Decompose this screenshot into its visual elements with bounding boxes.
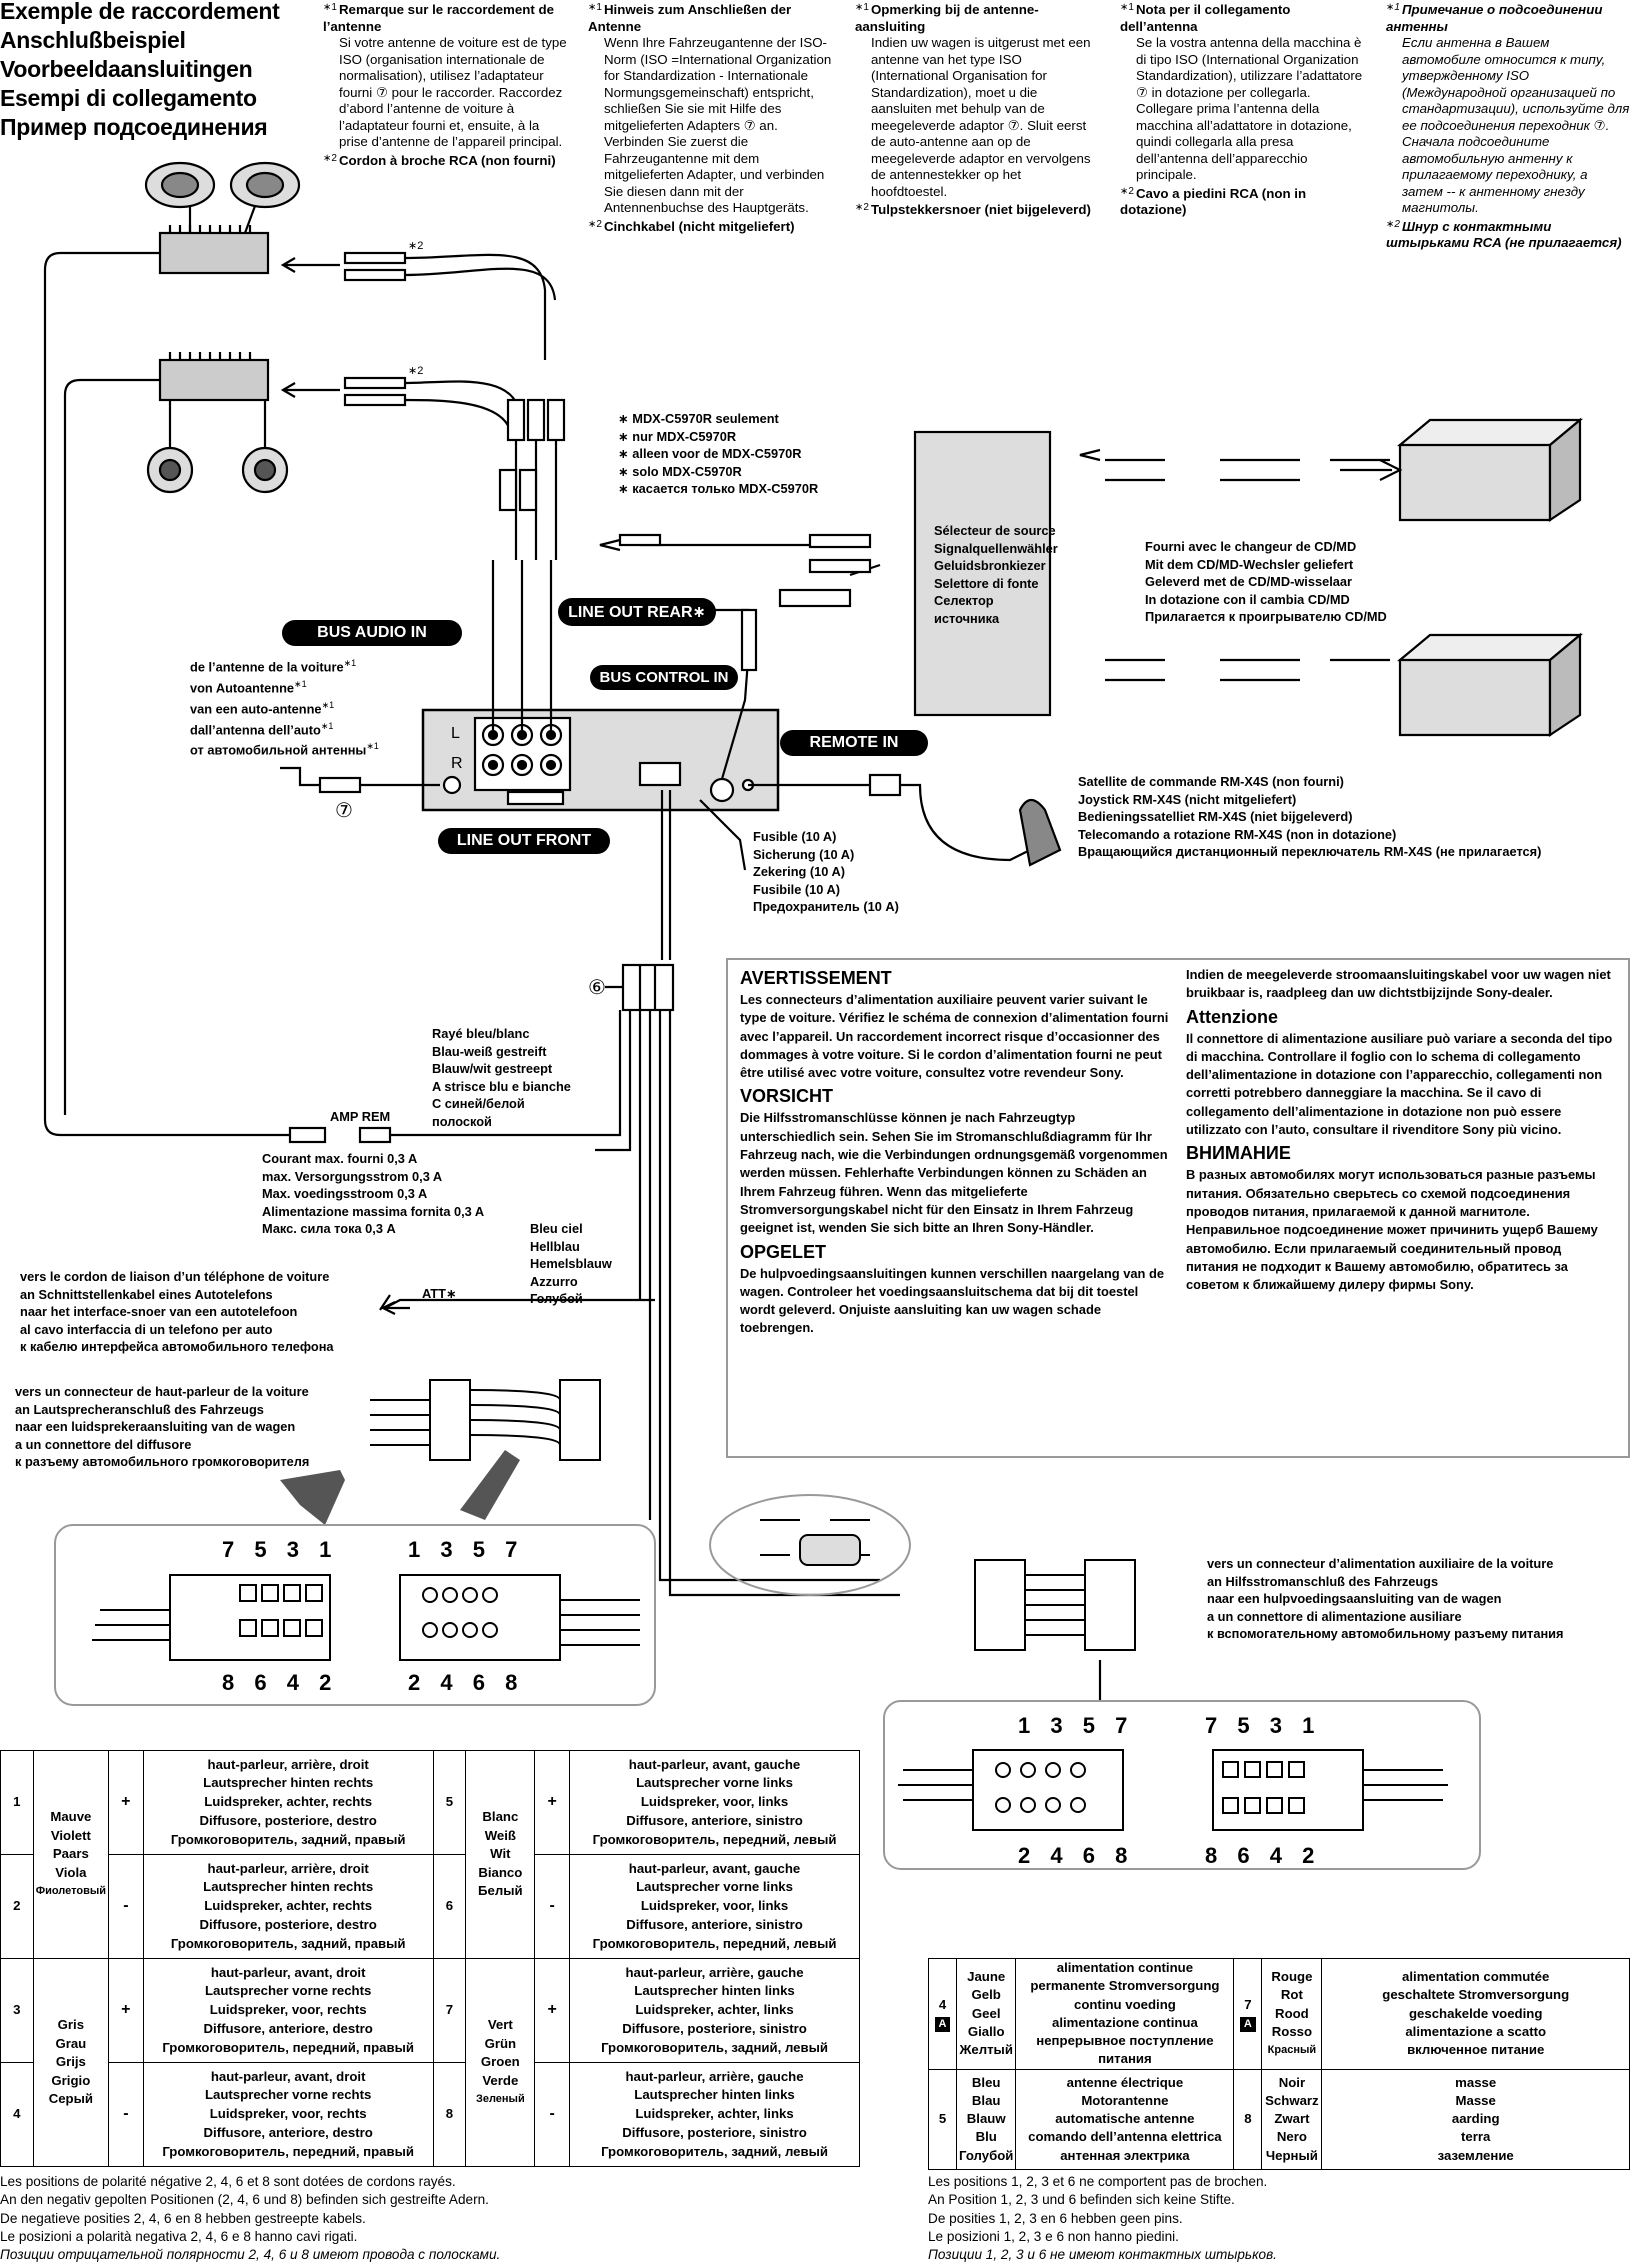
fuse-label: Fusible (10 A)Sicherung (10 A)Zekering (…	[753, 829, 899, 915]
warning-de-heading: VORSICHT	[740, 1086, 834, 1107]
pins-r2-bot: 8 6 4 2	[1205, 1843, 1315, 1868]
pins-mid-top: 1 3 5 7	[408, 1537, 518, 1562]
warning-de-text: Die Hilfsstromanschlüsse können je nach …	[740, 1110, 1168, 1236]
connector-drawings	[54, 1379, 1136, 1706]
warning-nl-text: De hulpvoedingsaansluitingen kunnen vers…	[740, 1265, 1165, 1336]
line-out-front-tag: LINE OUT FRONT	[438, 828, 610, 854]
speaker-conn-label: vers un connecteur de haut-parleur de la…	[15, 1384, 310, 1470]
pins-left-bot: 8 6 4 2	[222, 1670, 332, 1695]
page-title: Exemple de raccordement Anschlußbeispiel…	[0, 0, 280, 142]
wiring-diagram	[43, 161, 1584, 1700]
title-ru: Пример подсоединения	[0, 114, 268, 140]
line-out-rear-tag: LINE OUT REAR∗	[558, 598, 716, 626]
adapter-7-label: ⑦	[335, 800, 353, 822]
rca-star-2: ∗2	[408, 365, 424, 377]
warning-it-text: Il connettore di alimentazione ausiliare…	[1186, 1030, 1613, 1138]
harness-6-label: ⑥	[588, 977, 606, 999]
pins-left-top: 7 5 3 1	[222, 1537, 332, 1562]
footnote-left: Les positions de polarité négative 2, 4,…	[0, 2174, 501, 2263]
antenna-from-label: de l’antenne de la voiture∗1 von Autoant…	[190, 658, 379, 758]
amp-rem-label: AMP REM	[330, 1109, 391, 1124]
power-connector-drawing	[898, 1749, 1448, 1831]
remote-in-tag: REMOTE IN	[780, 730, 928, 756]
power-conn-label: vers un connecteur d’alimentation auxili…	[1207, 1556, 1564, 1642]
title-nl: Voorbeeldaansluitingen	[0, 56, 253, 82]
bus-control-in-tag: BUS CONTROL IN	[590, 665, 738, 690]
warning-fr-text: Les connecteurs d’alimentation auxiliair…	[740, 992, 1169, 1081]
title-fr: Exemple de raccordement	[0, 0, 280, 24]
warning-fr-heading: AVERTISSEMENT	[740, 968, 892, 988]
pins-r2-top: 7 5 3 1	[1205, 1713, 1315, 1738]
title-it: Esempi di collegamento	[0, 85, 257, 111]
satellite-label: Satellite de commande RM-X4S (non fourni…	[1078, 774, 1542, 860]
title-de: Anschlußbeispiel	[0, 27, 186, 53]
bus-audio-in-tag: BUS AUDIO IN	[282, 620, 462, 646]
phone-label: vers le cordon de liaison d’un téléphone…	[20, 1269, 334, 1355]
warning-nl-heading: OPGELET	[740, 1241, 827, 1262]
warning-ru-text: В разных автомобилях могут использоватьс…	[1186, 1167, 1598, 1293]
warning-nl-text-2: Indien de meegeleverde stroomaansluiting…	[1186, 967, 1611, 1001]
rca-star-1: ∗2	[408, 240, 424, 252]
label-r: R	[451, 755, 463, 772]
label-l: L	[451, 725, 460, 742]
power-connector-box	[883, 1700, 1481, 1870]
warning-it-heading: Attenzione	[1186, 1006, 1278, 1027]
footnote-right: Les positions 1, 2, 3 et 6 ne comportent…	[928, 2174, 1277, 2263]
att-label: ATT∗	[422, 1286, 457, 1301]
mdx-note: ∗ MDX-C5970R seulement ∗ nur MDX-C5970R …	[618, 411, 819, 497]
warning-box: AVERTISSEMENT Les connecteurs d’alimenta…	[726, 958, 1630, 1458]
pins-r1-bot: 2 4 6 8	[1018, 1843, 1128, 1868]
pins-r1-top: 1 3 5 7	[1018, 1713, 1128, 1738]
warning-ru-heading: ВНИМАНИЕ	[1186, 1143, 1291, 1164]
pins-mid-bot: 2 4 6 8	[408, 1670, 518, 1695]
